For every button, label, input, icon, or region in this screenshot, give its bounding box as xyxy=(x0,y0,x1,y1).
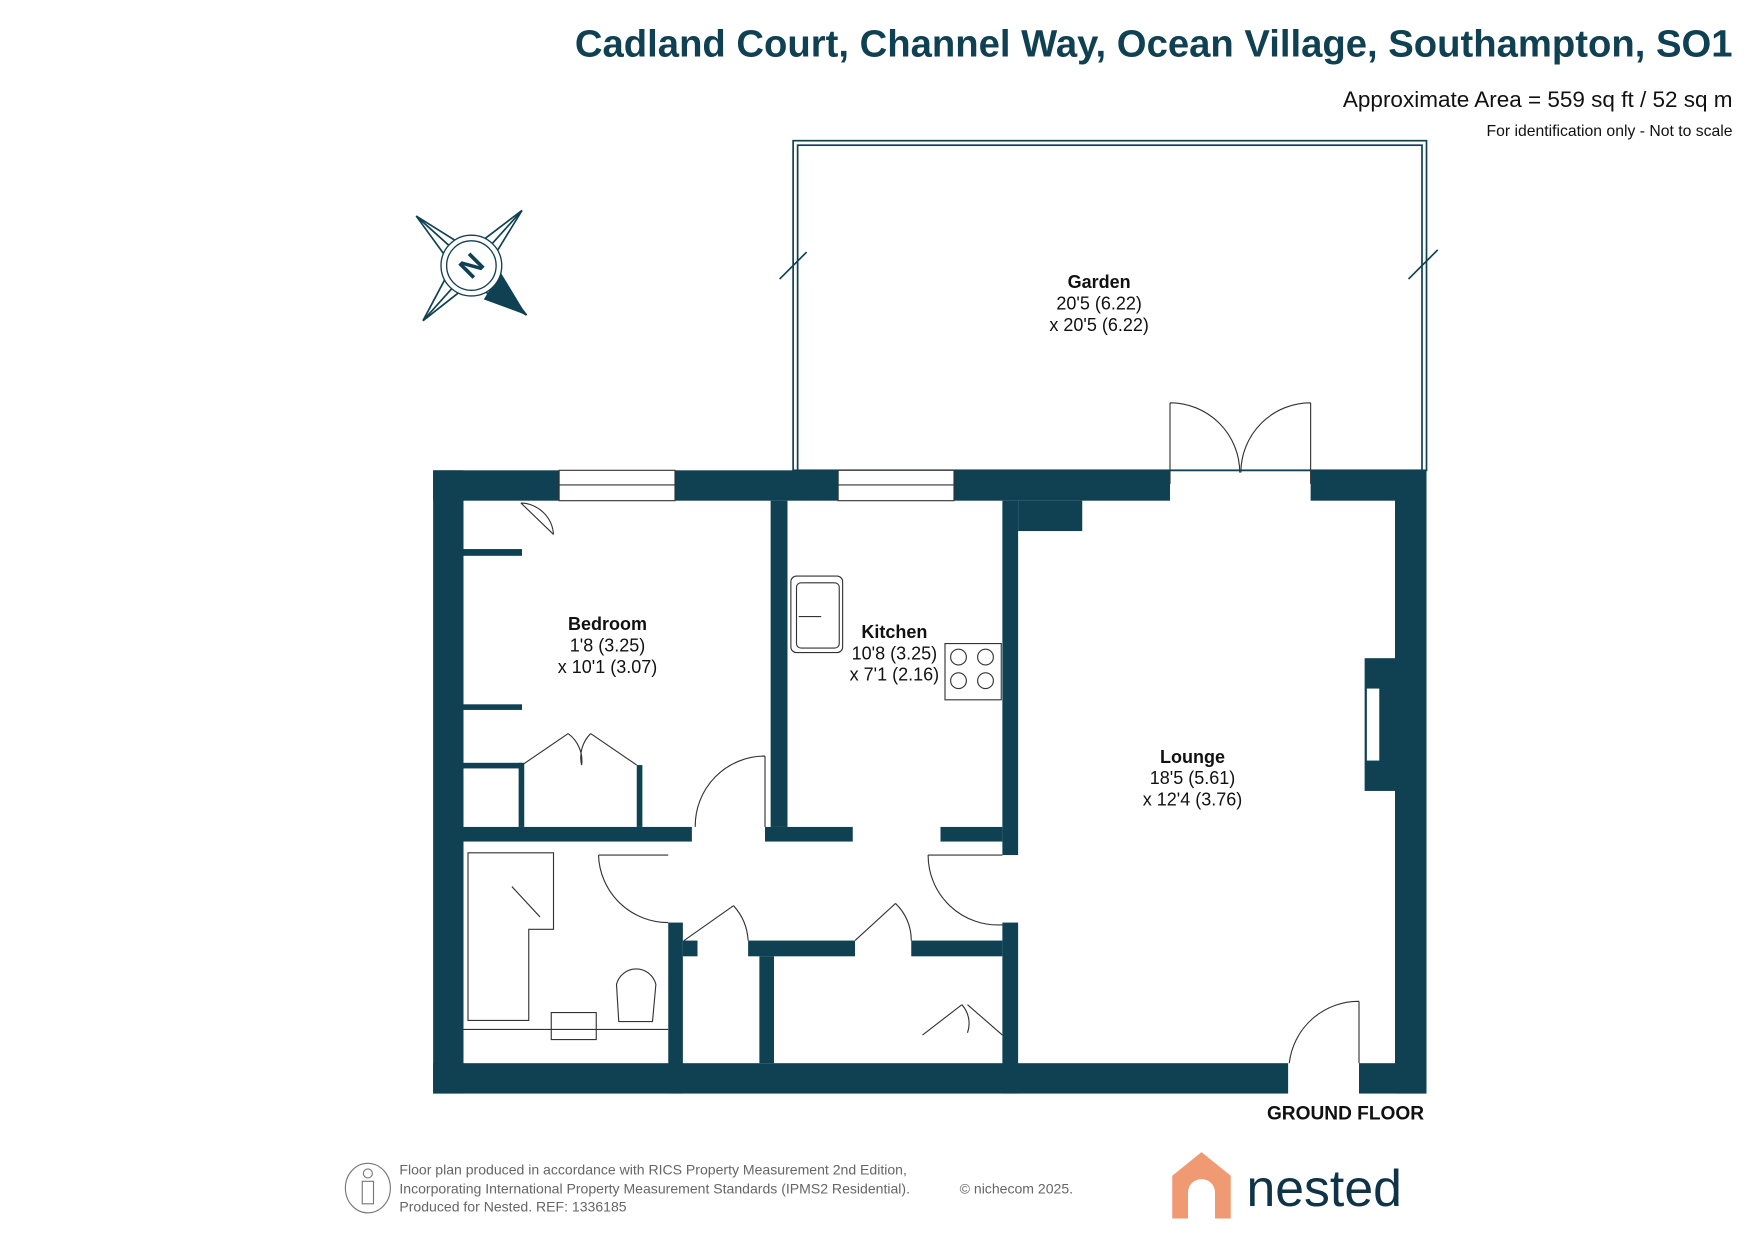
room-lounge: Lounge 18'5 (5.61) x 12'4 (3.76) xyxy=(1143,747,1243,810)
room-name: Lounge xyxy=(1160,747,1225,767)
room-dim: x 20'5 (6.22) xyxy=(1049,315,1149,335)
footer-line-3: Produced for Nested. REF: 1336185 xyxy=(399,1199,626,1215)
room-dim: x 12'4 (3.76) xyxy=(1143,790,1243,810)
disclaimer-text: For identification only - Not to scale xyxy=(1487,123,1733,140)
room-bedroom: Bedroom 1'8 (3.25) x 10'1 (3.07) xyxy=(558,614,658,677)
house-icon xyxy=(1172,1152,1231,1219)
windows xyxy=(558,469,955,502)
brand-name: nested xyxy=(1247,1159,1402,1217)
ipms-logo-icon xyxy=(344,1162,391,1214)
compass-icon: N xyxy=(415,209,528,322)
doors xyxy=(520,402,1360,1064)
nested-logo: nested xyxy=(1172,1152,1402,1219)
floor-label: GROUND FLOOR xyxy=(1267,1103,1424,1124)
footer-line-2: Incorporating International Property Mea… xyxy=(399,1181,910,1197)
walls xyxy=(433,470,1427,1094)
area-text: Approximate Area = 559 sq ft / 52 sq m xyxy=(1343,87,1733,112)
room-dim: x 7'1 (2.16) xyxy=(850,665,939,685)
room-name: Kitchen xyxy=(861,622,927,642)
room-dim: 1'8 (3.25) xyxy=(570,635,645,655)
footer-line-1: Floor plan produced in accordance with R… xyxy=(399,1162,907,1178)
room-dim: x 10'1 (3.07) xyxy=(558,657,658,677)
fixtures xyxy=(463,575,1002,1041)
room-name: Bedroom xyxy=(568,614,647,634)
room-garden: Garden 20'5 (6.22) x 20'5 (6.22) xyxy=(1049,272,1149,335)
page-title: Cadland Court, Channel Way, Ocean Villag… xyxy=(575,22,1733,65)
room-dim: 10'8 (3.25) xyxy=(852,643,938,663)
room-name: Garden xyxy=(1068,272,1131,292)
room-dim: 18'5 (5.61) xyxy=(1150,768,1236,788)
copyright: © nichecom 2025. xyxy=(960,1181,1073,1197)
footer: Floor plan produced in accordance with R… xyxy=(344,1162,1073,1215)
room-kitchen: Kitchen 10'8 (3.25) x 7'1 (2.16) xyxy=(850,622,939,685)
room-dim: 20'5 (6.22) xyxy=(1056,293,1142,313)
